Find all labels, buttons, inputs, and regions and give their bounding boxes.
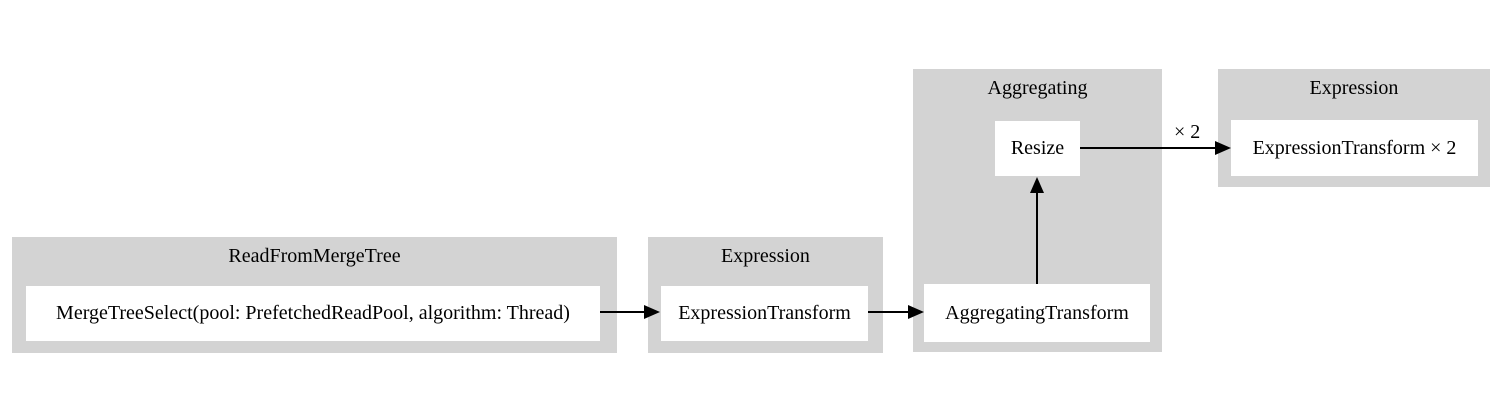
arrowhead-up-icon — [1030, 177, 1044, 193]
arrow-line — [1080, 147, 1217, 149]
cluster-title: Expression — [1309, 77, 1399, 99]
arrow-line — [600, 311, 646, 313]
cluster-title: ReadFromMergeTree — [228, 245, 401, 267]
arrow-line — [868, 311, 910, 313]
node-mergetreeselect: MergeTreeSelect(pool: PrefetchedReadPool… — [26, 286, 600, 341]
node-resize: Resize — [995, 121, 1080, 176]
arrow-line — [1036, 190, 1038, 284]
arrowhead-right-icon — [908, 305, 924, 319]
cluster-title: Aggregating — [987, 77, 1088, 99]
node-expressiontransform-x2: ExpressionTransform × 2 — [1231, 120, 1478, 176]
cluster-title: Expression — [721, 245, 810, 267]
arrowhead-right-icon — [644, 305, 660, 319]
arrowhead-right-icon — [1215, 141, 1231, 155]
edge-multiplicity-label: × 2 — [1174, 121, 1201, 143]
node-expressiontransform: ExpressionTransform — [661, 286, 868, 341]
node-aggregatingtransform: AggregatingTransform — [924, 284, 1150, 342]
